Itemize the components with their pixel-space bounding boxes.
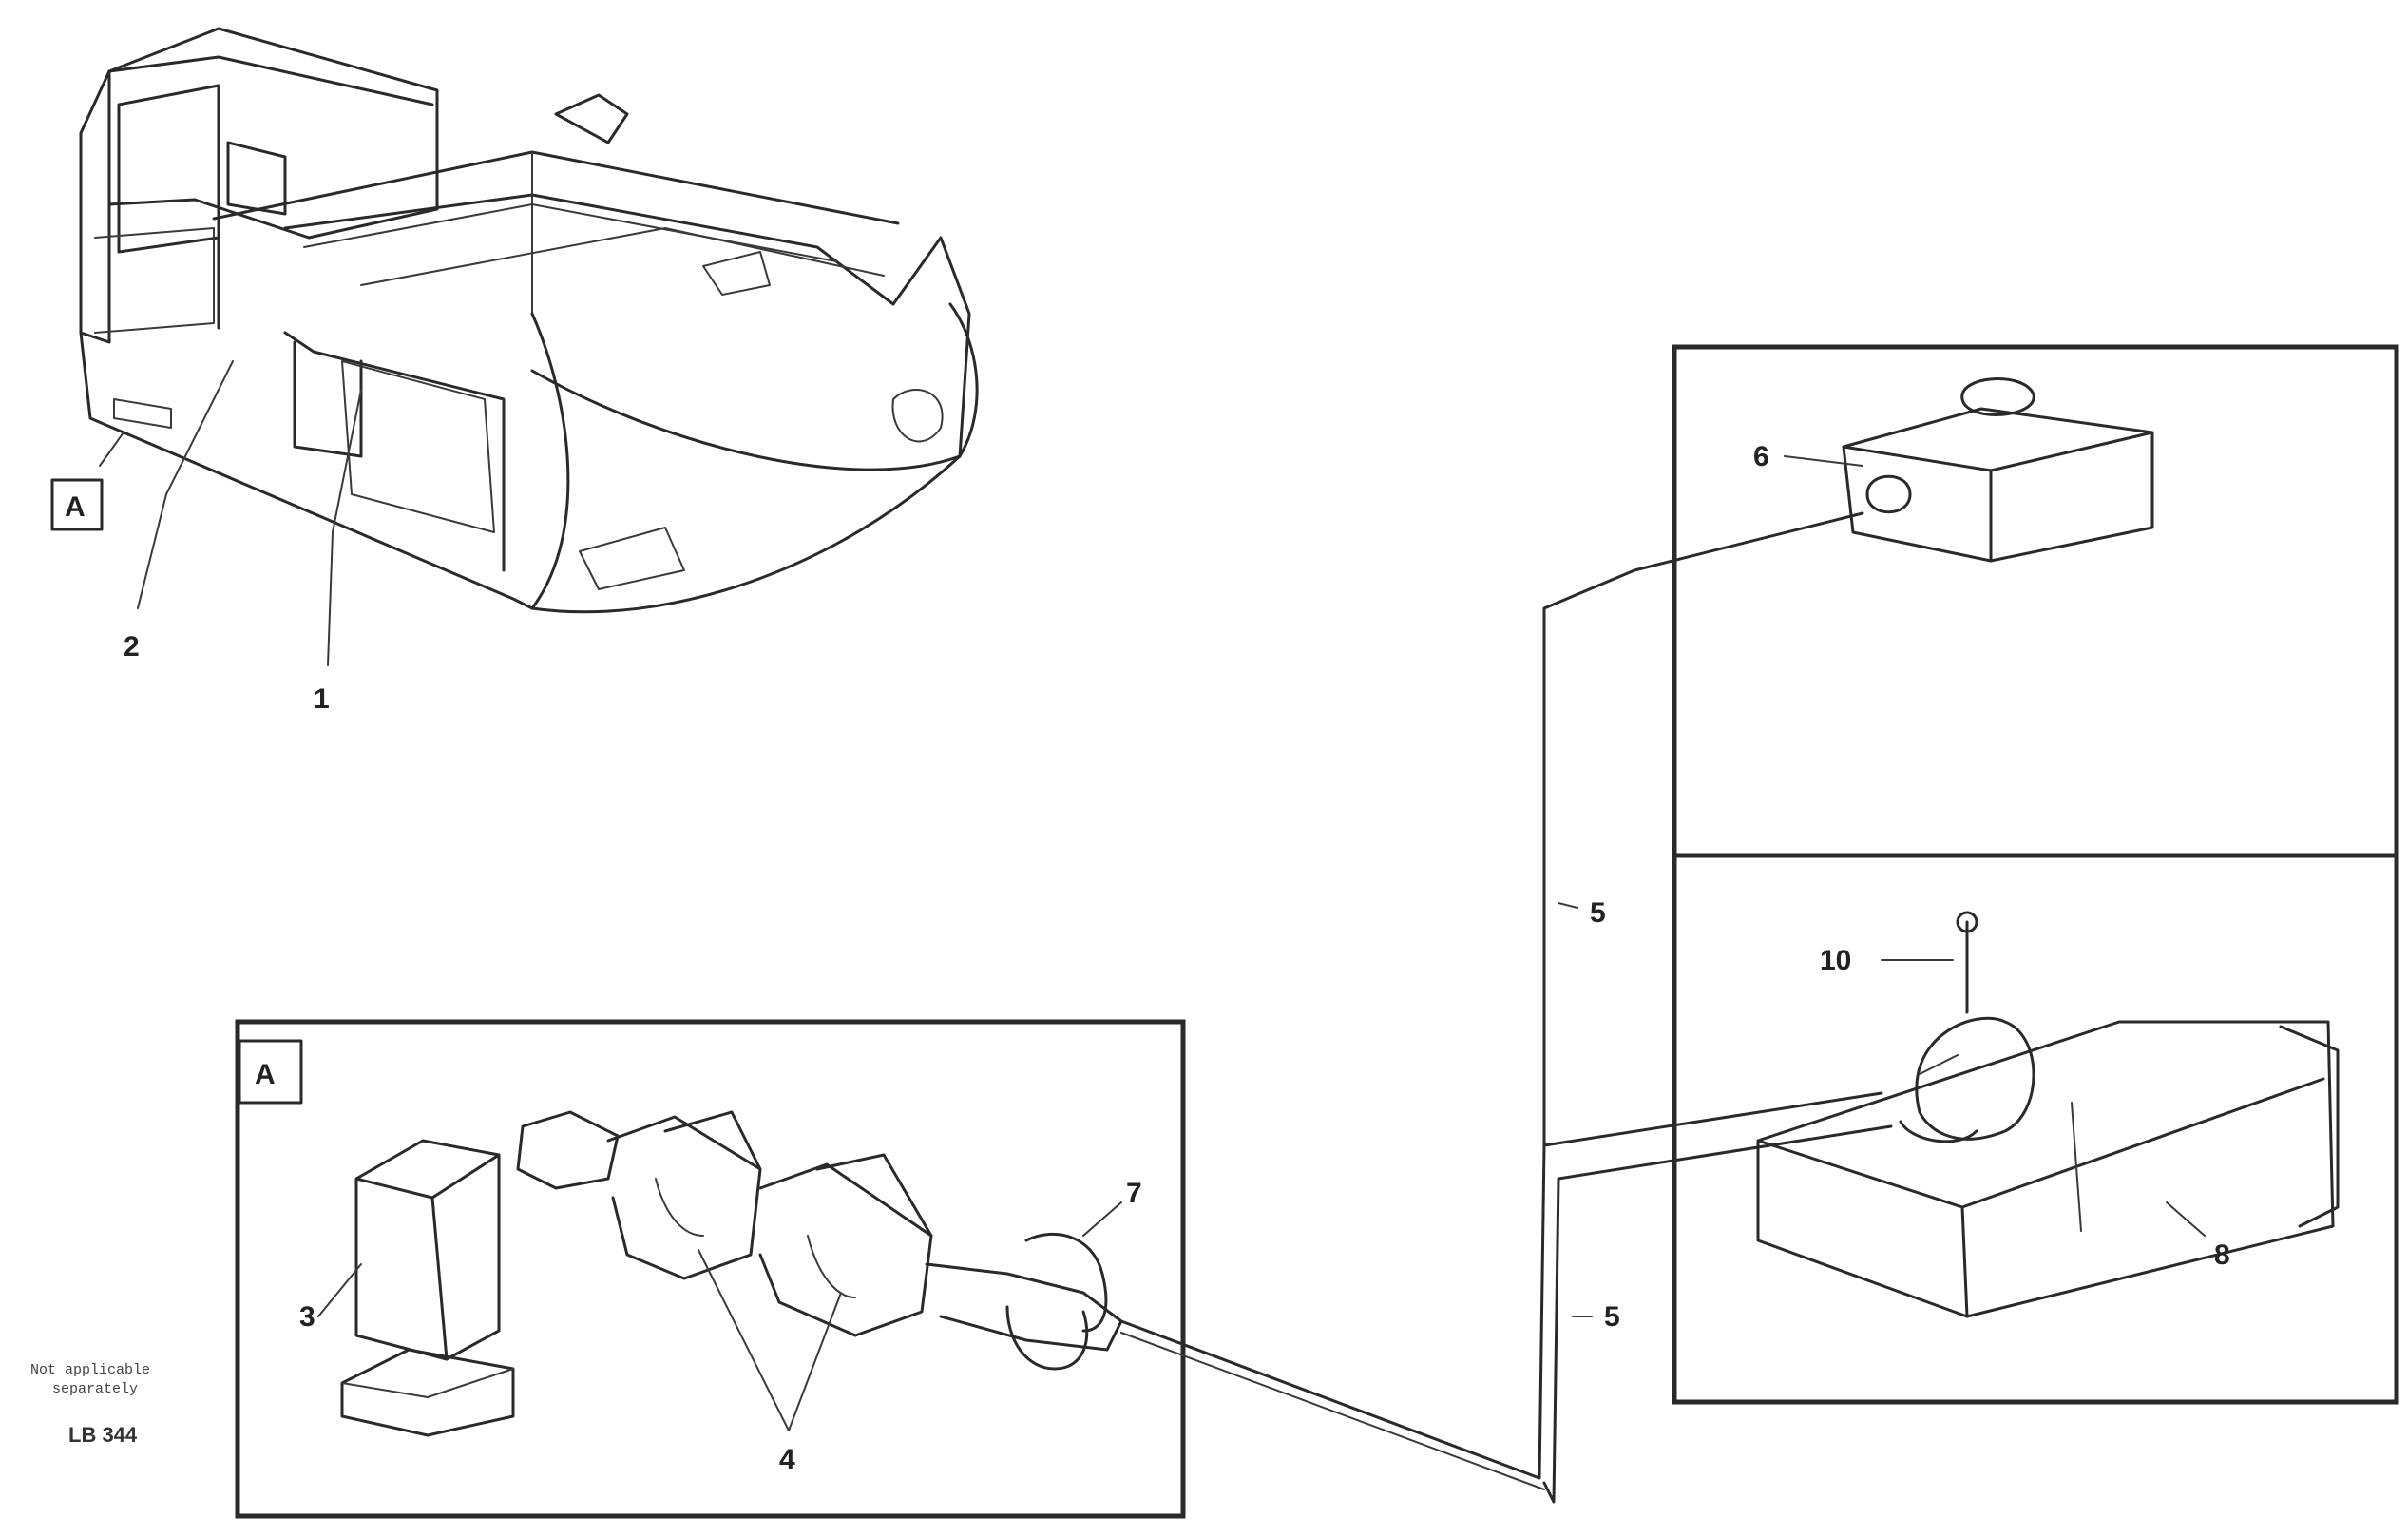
view-a-marker: A	[65, 491, 86, 523]
callout-8: 8	[2214, 1239, 2230, 1271]
excavator-illustration	[50, 27, 979, 666]
detail-a-label: A	[255, 1059, 276, 1090]
callout-10: 10	[1820, 945, 1851, 976]
callout-7: 7	[1126, 1178, 1142, 1209]
component-frame	[1672, 344, 2399, 1405]
note-line-2: separately	[52, 1381, 138, 1397]
callout-1: 1	[314, 683, 330, 715]
lower-unit	[1756, 911, 2340, 1318]
wiring-harness	[1119, 511, 1893, 1504]
callout-5-upper: 5	[1590, 897, 1606, 929]
connector-assembly	[516, 1110, 1123, 1431]
callout-6: 6	[1753, 441, 1769, 472]
callout-5-lower: 5	[1604, 1301, 1620, 1333]
drawing-reference: LB 344	[68, 1423, 138, 1447]
detail-a-frame	[235, 1019, 1186, 1519]
relay-box	[317, 1139, 515, 1437]
callout-3: 3	[299, 1301, 315, 1333]
callout-4: 4	[779, 1444, 795, 1475]
upper-unit	[1784, 377, 2154, 563]
callout-2: 2	[124, 631, 140, 663]
note-line-1: Not applicable	[30, 1362, 150, 1378]
